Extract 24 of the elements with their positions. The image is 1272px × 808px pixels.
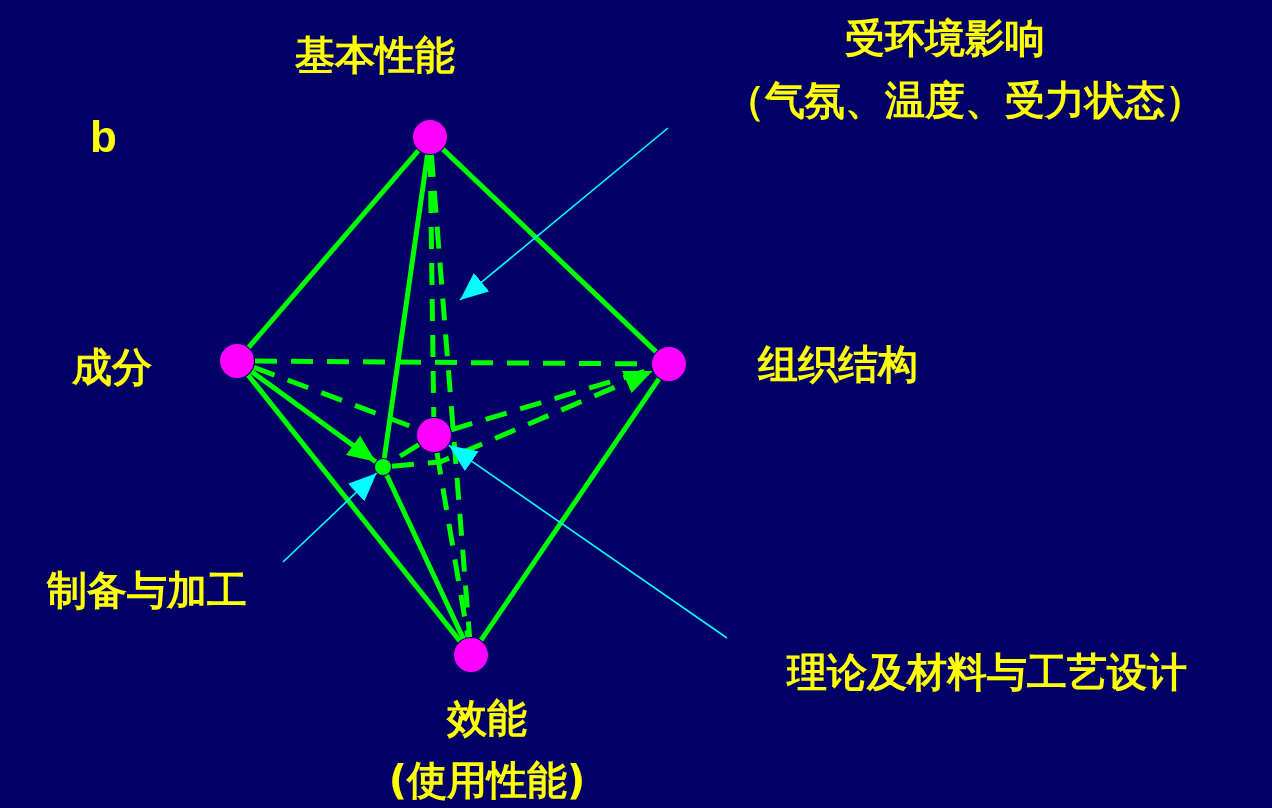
annotation-text: （气氛、温度、受力状态） bbox=[725, 78, 1205, 122]
annotation-text: 制备与加工 bbox=[47, 568, 247, 612]
leader-line bbox=[282, 472, 378, 563]
dashed-edge-line bbox=[391, 368, 654, 469]
dashed-edge-line bbox=[427, 154, 437, 418]
edge-line bbox=[381, 154, 430, 459]
edge-line bbox=[479, 377, 661, 642]
edge-line bbox=[384, 474, 466, 640]
panel-letter: b bbox=[90, 112, 117, 162]
leader-line bbox=[448, 444, 728, 639]
edge-line bbox=[250, 369, 378, 464]
dashed-edge-line bbox=[434, 452, 471, 638]
vertex-label: 效能 bbox=[447, 696, 527, 740]
vertex-label: 基本性能 bbox=[295, 33, 455, 77]
edge-line bbox=[246, 148, 421, 350]
annotation-text: 受环境影响 bbox=[845, 16, 1045, 60]
vertex-label: (使用性能) bbox=[388, 758, 586, 802]
annotation-text: 理论及材料与工艺设计 bbox=[787, 650, 1187, 694]
vertex-label: 成分 bbox=[72, 345, 152, 389]
edge-line bbox=[246, 373, 462, 643]
dashed-edge-line bbox=[428, 154, 473, 638]
vertex-label: 组织结构 bbox=[758, 342, 918, 386]
leader-line bbox=[459, 127, 669, 301]
edge-line bbox=[441, 147, 658, 354]
